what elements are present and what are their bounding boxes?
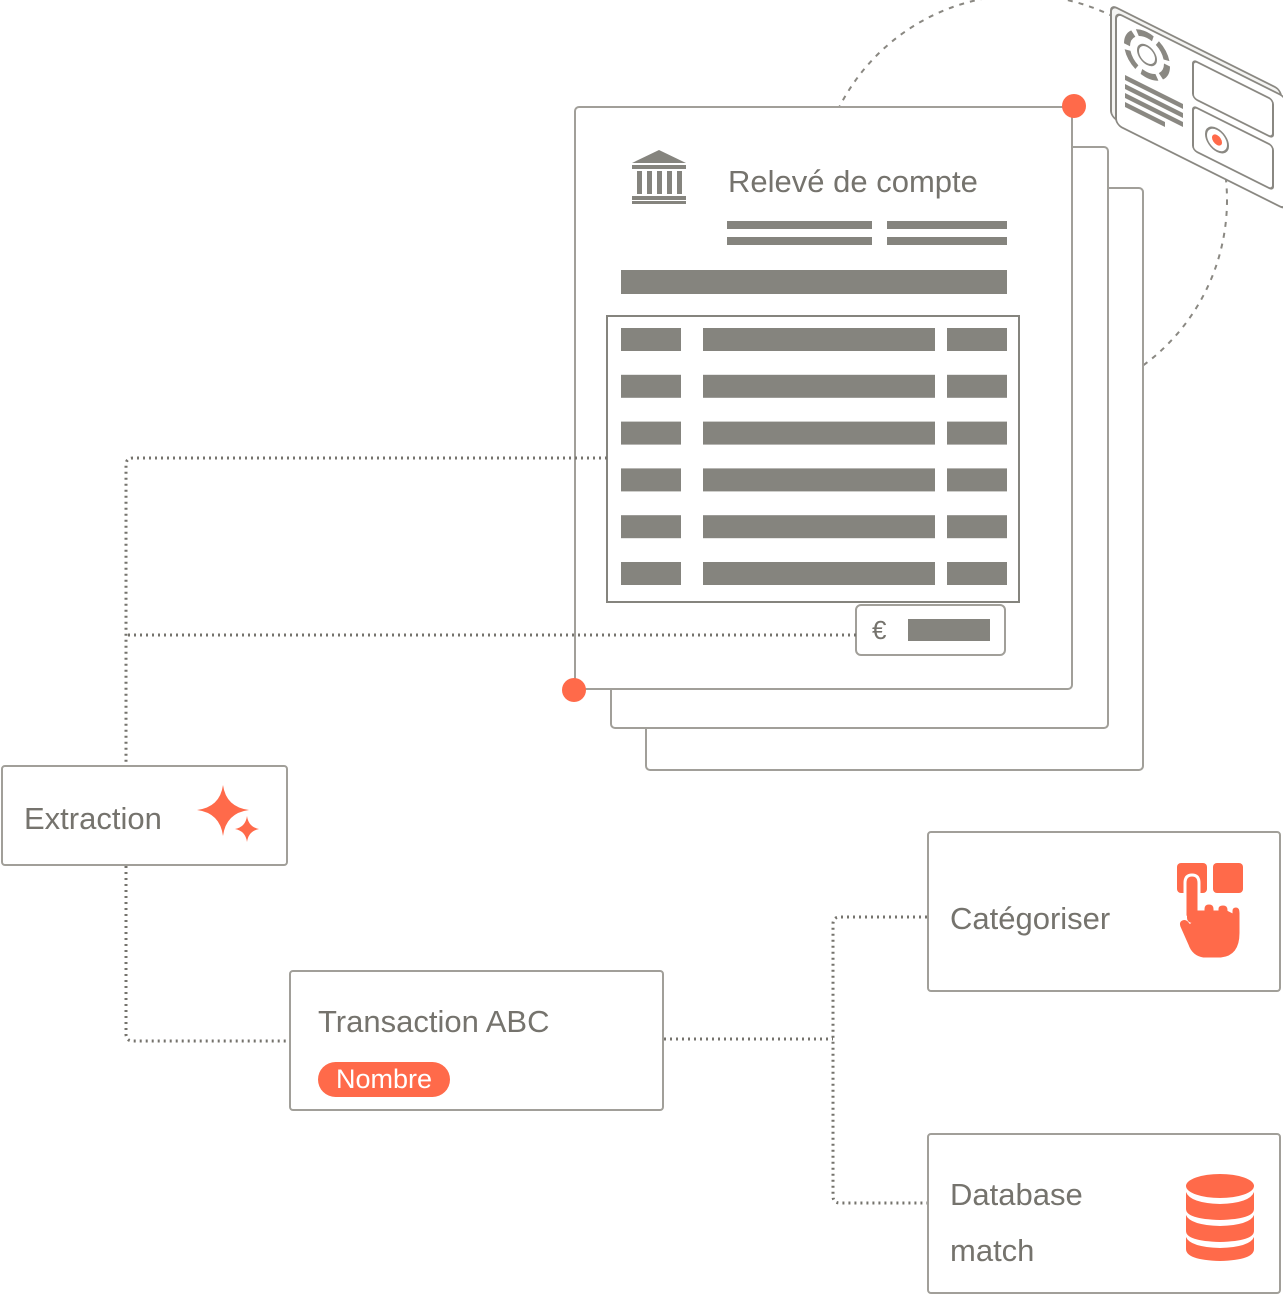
table-cell-placeholder (703, 328, 935, 351)
euro-symbol: € (872, 615, 887, 645)
table-cell-placeholder (947, 374, 1007, 398)
database-match-node[interactable]: Database match (927, 1133, 1281, 1294)
bank-icon (632, 150, 686, 204)
table-cell-placeholder (703, 421, 935, 445)
database-label-line1: Database (950, 1177, 1083, 1212)
table-cell-placeholder (947, 468, 1007, 492)
table-cell-placeholder (947, 421, 1007, 445)
table-cell-placeholder (621, 468, 681, 492)
table-cell-placeholder (947, 515, 1007, 539)
database-label-line2: match (950, 1233, 1035, 1268)
table-cell-placeholder (621, 515, 681, 539)
table-cell-placeholder (703, 374, 935, 398)
table-cell-placeholder (947, 328, 1007, 351)
transaction-node[interactable]: Transaction ABC Nombre (289, 970, 664, 1111)
selection-dot-top (1062, 94, 1086, 118)
categorize-node[interactable]: Catégoriser (927, 831, 1281, 992)
extraction-label: Extraction (24, 801, 162, 836)
table-cell-placeholder (703, 562, 935, 585)
transaction-label: Transaction ABC (318, 1004, 550, 1039)
selection-dot-bottom (562, 678, 586, 702)
categorize-label: Catégoriser (950, 901, 1111, 936)
total-amount-value (908, 619, 990, 641)
document-header-lines (727, 221, 1007, 245)
table-cell-placeholder (621, 562, 681, 585)
document-address-bar (621, 270, 1007, 294)
table-cell-placeholder (947, 562, 1007, 585)
connector-lines (124, 456, 927, 1205)
dashboard-card-icon (1110, 6, 1283, 209)
table-cell-placeholder (703, 515, 935, 539)
table-cell-placeholder (621, 328, 681, 351)
table-cell-placeholder (621, 374, 681, 398)
table-cell-placeholder (703, 468, 935, 492)
document-title: Relevé de compte (728, 164, 978, 199)
hand-tap-icon (1176, 863, 1243, 961)
transaction-tag: Nombre (318, 1062, 451, 1098)
sparkle-icon (197, 785, 259, 842)
table-cell-placeholder (621, 421, 681, 445)
extraction-node[interactable]: Extraction (1, 765, 288, 866)
bank-statement-document: Relevé de compte € (574, 106, 1073, 690)
database-icon (1186, 1174, 1254, 1261)
